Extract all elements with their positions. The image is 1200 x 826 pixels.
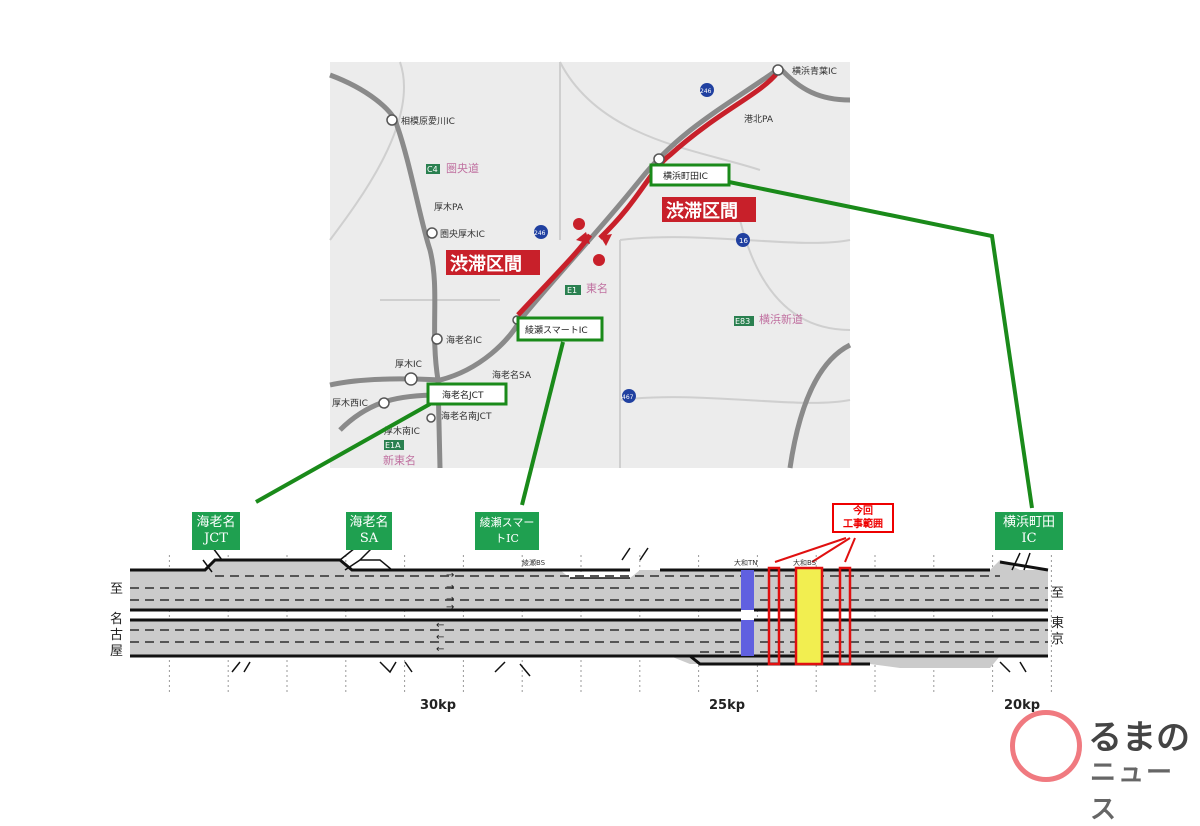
lane-arrows: →→→→ ←←← [436,570,454,655]
diagram-canvas: 横浜青葉IC 港北PA 相模原愛川IC 圏央道 厚木PA 圏央厚木IC 海老名I… [130,61,1052,695]
map-label: 横浜新道 [759,312,803,326]
kp-label: 30kp [420,698,457,713]
kp-label: 20kp [1004,698,1041,713]
map-label: 厚木IC [395,358,422,370]
map-label: 新東名 [383,453,416,467]
svg-text:→: → [446,570,454,581]
label-yamato-bs: 大和BS [793,558,817,567]
map: 横浜青葉IC 港北PA 相模原愛川IC 圏央道 厚木PA 圏央厚木IC 海老名I… [329,61,852,469]
construction-zone [794,566,824,666]
svg-text:246: 246 [700,88,712,95]
svg-text:→: → [446,602,454,613]
map-label: 海老名IC [446,334,482,346]
map-label: 海老名南JCT [441,410,492,422]
congestion-label: 渋滞区間 渋滞区間 [446,197,756,275]
sign-ayase-smart-ic: 綾瀬スマートIC [475,512,539,550]
map-label: 厚木南IC [384,425,420,437]
map-label: 圏央道 [446,161,479,175]
label-yamato-tn: 大和TN [734,558,758,567]
svg-text:←: ← [436,632,444,643]
construction-zone [767,566,781,666]
map-label: 横浜青葉IC [792,65,837,77]
highlight-label: 海老名JCT [442,389,484,401]
construction-range-annotation: 今回工事範囲 [832,503,894,533]
svg-text:16: 16 [739,237,748,245]
incident-marker-icon [593,254,605,266]
svg-text:E83: E83 [735,317,750,326]
svg-text:E1: E1 [567,286,577,295]
destination-nagoya: 至名古屋 [110,582,124,659]
connector-lines [255,180,1034,509]
svg-text:C4: C4 [427,165,438,174]
svg-text:渋滞区間: 渋滞区間 [666,200,738,222]
kp-label: 25kp [709,698,746,713]
incident-marker-icon [573,218,585,230]
svg-text:→: → [446,594,454,605]
map-label: 厚木PA [434,201,464,213]
svg-text:467: 467 [622,394,634,401]
label-ayase-bs: 綾瀬BS [522,558,546,567]
svg-text:渋滞区間: 渋滞区間 [450,253,522,275]
road-diagram: →→→→ ←←← 綾瀬BS 大和TN 大和BS [130,537,1052,695]
map-label: 東名 [586,281,608,295]
svg-text:246: 246 [534,230,546,237]
map-label: 海老名SA [492,369,532,381]
map-label: 厚木西IC [332,397,368,409]
svg-text:E1A: E1A [385,441,401,450]
logo-mark-icon [1010,710,1082,782]
map-label: 港北PA [744,113,774,125]
map-label: 相模原愛川IC [401,115,455,127]
svg-text:→: → [446,582,454,593]
highlight-label: 横浜町田IC [663,170,708,182]
svg-text:←: ← [436,644,444,655]
highlight-label: 綾瀬スマートIC [525,324,588,336]
kuruma-no-news-logo: るまの ニュース [1010,708,1190,825]
svg-text:←: ← [436,620,444,631]
map-label: 圏央厚木IC [440,228,485,240]
construction-zone [838,566,852,666]
destination-tokyo: 至東京 [1051,586,1065,647]
